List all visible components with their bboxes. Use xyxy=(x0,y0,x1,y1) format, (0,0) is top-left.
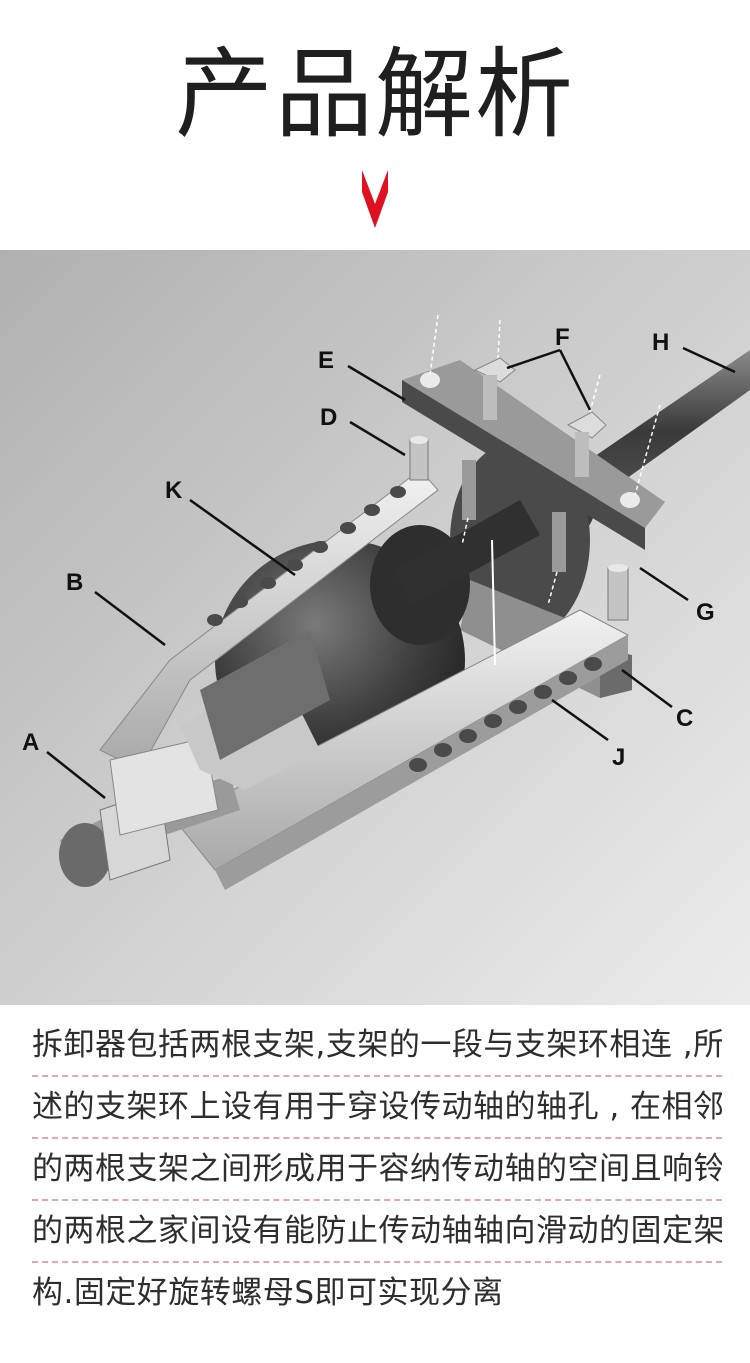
label-a: A xyxy=(22,729,39,756)
description-line: 的两根之家间设有能防止传动轴轴向滑动的固定架 xyxy=(32,1201,722,1263)
description-line: 的两根支架之间形成用于容纳传动轴的空间且响铃 xyxy=(32,1139,722,1201)
label-c: C xyxy=(676,705,693,732)
down-arrow-icon xyxy=(362,170,388,228)
label-h: H xyxy=(652,329,669,356)
label-f: F xyxy=(555,324,570,351)
product-diagram: E D F H K B A G C J xyxy=(0,250,750,1005)
label-d: D xyxy=(320,404,337,431)
bolt-f-left xyxy=(462,357,516,520)
label-g: G xyxy=(696,599,715,626)
guide-lines xyxy=(429,314,661,606)
label-k: K xyxy=(165,477,183,504)
page-title: 产品解析 xyxy=(174,38,575,152)
rear-bracket-holes xyxy=(207,486,406,626)
pin-d xyxy=(409,436,429,481)
pin-g xyxy=(607,564,629,621)
description-line: 述的支架环上设有用于穿设传动轴的轴孔 , 在相邻 xyxy=(32,1077,722,1139)
label-b: B xyxy=(66,569,83,596)
bracket-holes xyxy=(409,657,602,772)
header: 产品解析 xyxy=(0,0,750,250)
label-j: J xyxy=(612,744,625,771)
description: 拆卸器包括两根支架,支架的一段与支架环相连 ,所 述的支架环上设有用于穿设传动轴… xyxy=(32,1015,722,1323)
callout-lines xyxy=(46,346,736,799)
bolt-f-right xyxy=(552,411,607,572)
description-line: 拆卸器包括两根支架,支架的一段与支架环相连 ,所 xyxy=(32,1015,722,1077)
description-line: 构.固定好旋转螺母S即可实现分离 xyxy=(32,1275,504,1311)
splined-shaft xyxy=(200,630,330,760)
cross-bar-e xyxy=(402,360,665,550)
label-e: E xyxy=(318,347,334,374)
